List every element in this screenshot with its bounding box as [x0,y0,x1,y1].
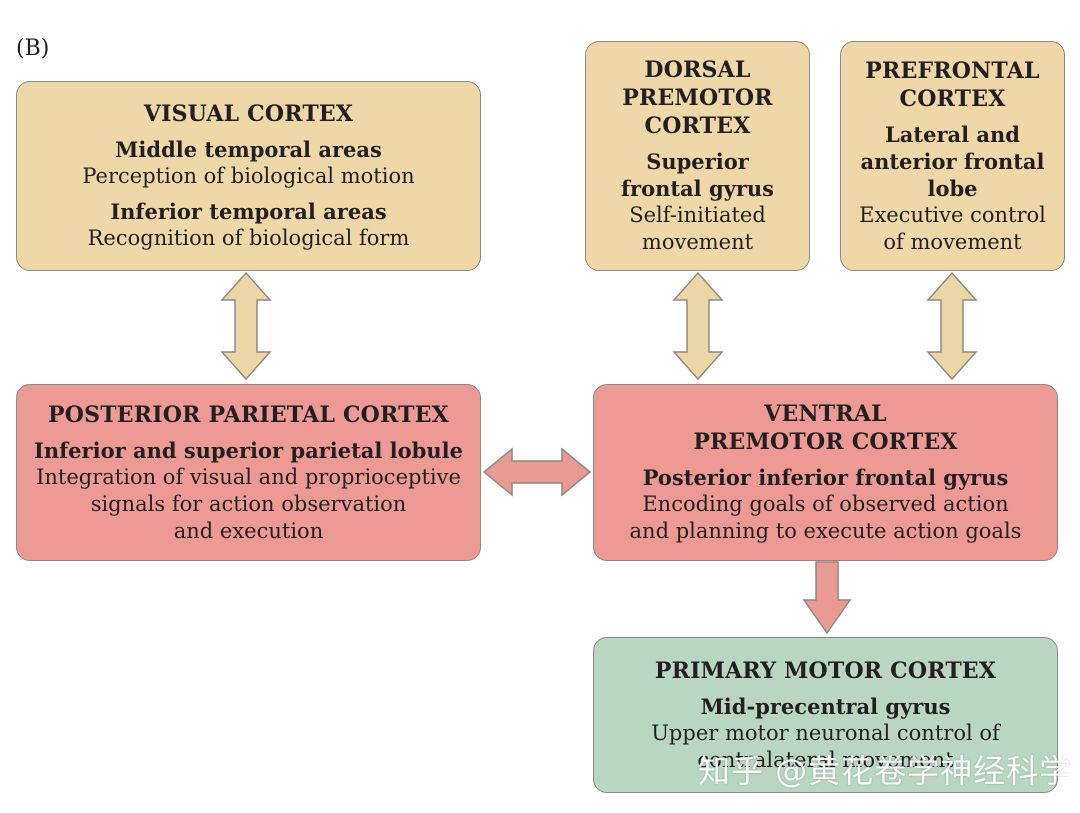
arrow-parietal-ventral [482,447,592,497]
dorsal-premotor-sub: Superior frontal gyrus [620,149,774,201]
arrow-dorsal-ventral [672,271,724,381]
panel-label: (B) [16,36,50,61]
ventral-premotor-sub: Posterior inferior frontal gyrus [642,465,1009,490]
ventral-premotor-box: VENTRAL PREMOTOR CORTEX Posterior inferi… [593,384,1058,561]
primary-motor-text: Upper motor neuronal control of contrala… [651,720,1000,772]
watermark: 知乎 @黄花卷学神经科学 [698,752,1073,790]
visual-cortex-text2: Recognition of biological form [87,226,410,250]
posterior-parietal-sub: Inferior and superior parietal lobule [34,437,463,463]
dorsal-premotor-text: Self-initiated movement [629,203,766,254]
ventral-premotor-title: VENTRAL PREMOTOR CORTEX [693,401,958,455]
primary-motor-title: PRIMARY MOTOR CORTEX [654,657,997,684]
arrow-prefrontal-ventral [926,271,978,381]
prefrontal-sub: Lateral and anterior frontal lobe [860,121,1045,201]
prefrontal-title: PREFRONTAL CORTEX [865,57,1040,112]
visual-cortex-sub1: Middle temporal areas [115,137,382,162]
primary-motor-sub: Mid-precentral gyrus [700,693,951,719]
posterior-parietal-box: POSTERIOR PARIETAL CORTEX Inferior and s… [16,384,481,561]
arrow-ventral-primary [802,561,852,635]
ventral-premotor-text: Encoding goals of observed action and pl… [629,492,1022,543]
arrow-visual-parietal [220,271,272,381]
prefrontal-box: PREFRONTAL CORTEX Lateral and anterior f… [840,41,1065,271]
visual-cortex-box: VISUAL CORTEX Middle temporal areas Perc… [16,81,481,271]
dorsal-premotor-title: DORSAL PREMOTOR CORTEX [622,57,773,139]
visual-cortex-text1: Perception of biological motion [82,164,415,188]
dorsal-premotor-box: DORSAL PREMOTOR CORTEX Superior frontal … [585,41,810,271]
visual-cortex-sub2: Inferior temporal areas [110,199,387,224]
posterior-parietal-title: POSTERIOR PARIETAL CORTEX [48,401,449,428]
visual-cortex-title: VISUAL CORTEX [143,101,354,127]
prefrontal-text: Executive control of movement [859,202,1046,254]
primary-motor-box: PRIMARY MOTOR CORTEX Mid-precentral gyru… [593,637,1058,793]
posterior-parietal-text: Integration of visual and proprioceptive… [36,464,461,543]
